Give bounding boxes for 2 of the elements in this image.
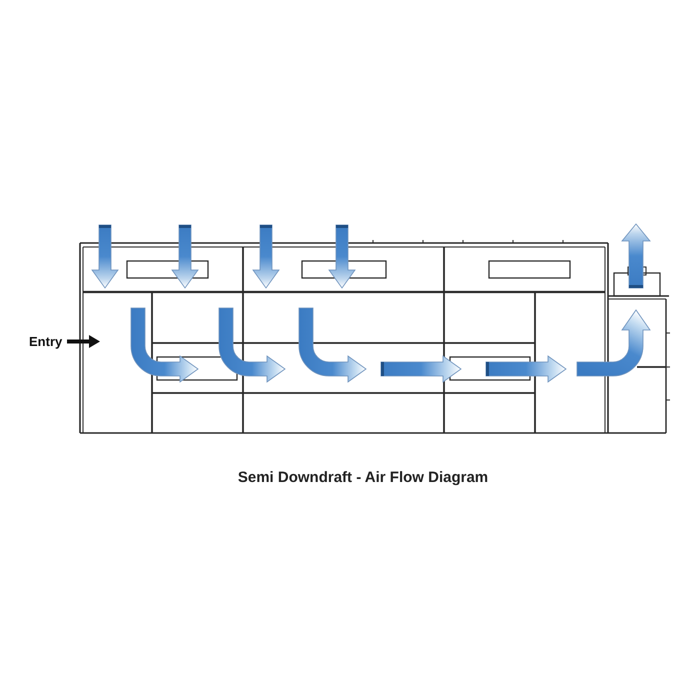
diagram-caption: Semi Downdraft - Air Flow Diagram: [236, 468, 490, 488]
direction-label: Entry: [29, 334, 62, 349]
